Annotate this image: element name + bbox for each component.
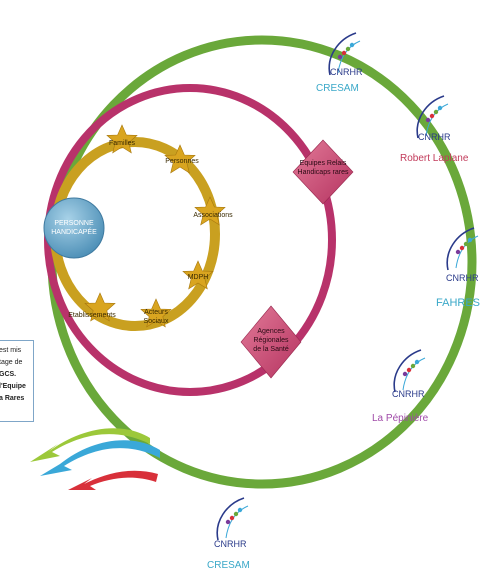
star-acteurs-sociaux: Acteurs Sociaux [140, 298, 172, 328]
side-note-line1: est mis [0, 347, 22, 354]
star-etablissements: Etablissements [68, 292, 116, 322]
logo-1-name: CRESAM [316, 83, 359, 94]
swoosh-icon [446, 227, 475, 271]
star-mdph: MDPH [182, 260, 214, 290]
logo-3-acronym: CNRHR [446, 273, 479, 283]
diamond-label-line1: Equipes Relais [300, 160, 347, 167]
diamond-ars: Agences Régionales de la Santé [240, 305, 302, 379]
star-icon [164, 144, 196, 174]
swoosh-icon [328, 32, 357, 76]
swirl-arrows [30, 428, 160, 490]
green-arrow [30, 428, 150, 462]
star-associations: Associations [193, 196, 233, 226]
star-label: MDPH [188, 274, 209, 281]
logo-2-acronym: CNRHR [418, 132, 451, 142]
diamond-shape [240, 305, 302, 379]
logo-mark-5 [216, 497, 249, 541]
star-icon [106, 124, 138, 154]
logo-mark-3 [446, 227, 479, 271]
star-label: Associations [193, 212, 233, 219]
logo-3-name: FAHRES [436, 297, 480, 309]
diamond-label-line3: de la Santé [253, 346, 289, 353]
side-note-line5: a Rares [0, 395, 25, 402]
star-personnes: Personnes [164, 144, 199, 174]
star-icon [84, 292, 116, 322]
star-label: Personnes [165, 158, 199, 165]
swoosh-icon [216, 497, 245, 541]
side-note-line3: GCS. [0, 371, 17, 378]
center-label-line1: PERSONNE [54, 220, 94, 227]
swoosh-icon [416, 95, 445, 139]
diamond-label-line2: Régionales [253, 337, 289, 344]
side-note-box: est mis tage de GCS. l'Equipe a Rares [0, 340, 34, 422]
star-label: Acteurs [144, 309, 168, 316]
diamond-shape [292, 139, 354, 205]
logo-mark-4 [393, 349, 426, 393]
star-icon [140, 298, 172, 328]
logo-mark-2 [416, 95, 449, 139]
logo-1-acronym: CNRHR [330, 67, 363, 77]
side-note-line2: tage de [0, 359, 23, 366]
star-icon [182, 260, 214, 290]
logo-5-name: CRESAM [207, 560, 250, 571]
red-arrow [68, 470, 158, 490]
diamond-label-line1: Agences [257, 328, 285, 335]
logo-mark-1 [328, 32, 361, 76]
center-circle [43, 197, 105, 259]
side-note-line4: l'Equipe [0, 383, 26, 390]
logo-4-acronym: CNRHR [392, 389, 425, 399]
logo-5-acronym: CNRHR [214, 539, 247, 549]
star-label: Familles [109, 140, 136, 147]
center-label-line2: HANDICAPÉE [51, 227, 97, 236]
diamond-equipes-relais: Equipes Relais Handicaps rares [292, 139, 354, 205]
star-label: Etablissements [68, 312, 116, 319]
blue-arrow [40, 440, 160, 476]
star-familles: Familles [106, 124, 138, 154]
star-icon [194, 196, 226, 226]
logo-2-name: Robert Laplane [400, 153, 469, 164]
diamond-label-line2: Handicaps rares [298, 169, 349, 176]
logo-4-name: La Pépinière [372, 413, 429, 424]
star-label-2: Sociaux [144, 318, 169, 325]
swoosh-icon [393, 349, 422, 393]
